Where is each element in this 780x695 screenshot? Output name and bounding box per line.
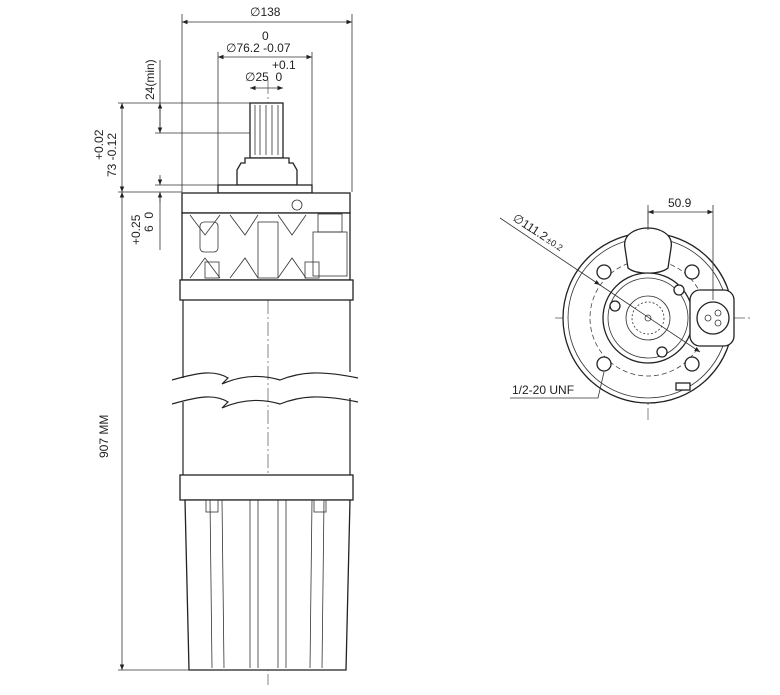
- dim-dia-138: ∅138: [250, 5, 281, 19]
- lower-band: [179, 474, 354, 501]
- dim-dia-25: ∅25 0: [245, 70, 282, 84]
- side-view: ∅138 0 ∅76.2 -0.07 +0.1 ∅25 0 24(min) +0…: [92, 5, 359, 685]
- dim-shaft-length: 24(min): [143, 59, 157, 100]
- dim-pilot: 6 0: [142, 212, 156, 232]
- break-line: [171, 372, 359, 385]
- shaft-collar: [236, 157, 298, 186]
- dim-dia-25-upper-tol: +0.1: [272, 58, 296, 72]
- motor-cage: [181, 212, 351, 281]
- motor-cylinder: [171, 300, 359, 475]
- dim-height: 73 -0.12: [105, 133, 119, 177]
- bolt-holes: [596, 264, 700, 372]
- connector: [689, 289, 735, 347]
- dimensions: [118, 14, 353, 671]
- cable-recess: [624, 227, 672, 274]
- dim-pilot-upper-tol: +0.25: [129, 214, 143, 245]
- break-line: [171, 396, 359, 409]
- splined-shaft: [249, 102, 284, 159]
- dim-offset: 50.9: [668, 196, 692, 210]
- thread-callout: 1/2-20 UNF: [512, 383, 574, 397]
- dim-overall-length: 907 MM: [97, 415, 111, 458]
- dim-height-upper-tol: +0.02: [92, 129, 106, 160]
- upper-band: [179, 279, 354, 301]
- dim-dia-76: ∅76.2 -0.07: [226, 41, 291, 55]
- screw-icon: [291, 199, 303, 211]
- pilot-plate: [217, 184, 313, 194]
- dim-dia-76-upper-tol: 0: [262, 29, 269, 43]
- vent-slot: [675, 382, 691, 391]
- end-view: 50.9 ∅111.2 ±0.2 1/2-20 UNF: [499, 196, 750, 420]
- pump-foot: [184, 499, 351, 671]
- top-flange: [181, 192, 351, 214]
